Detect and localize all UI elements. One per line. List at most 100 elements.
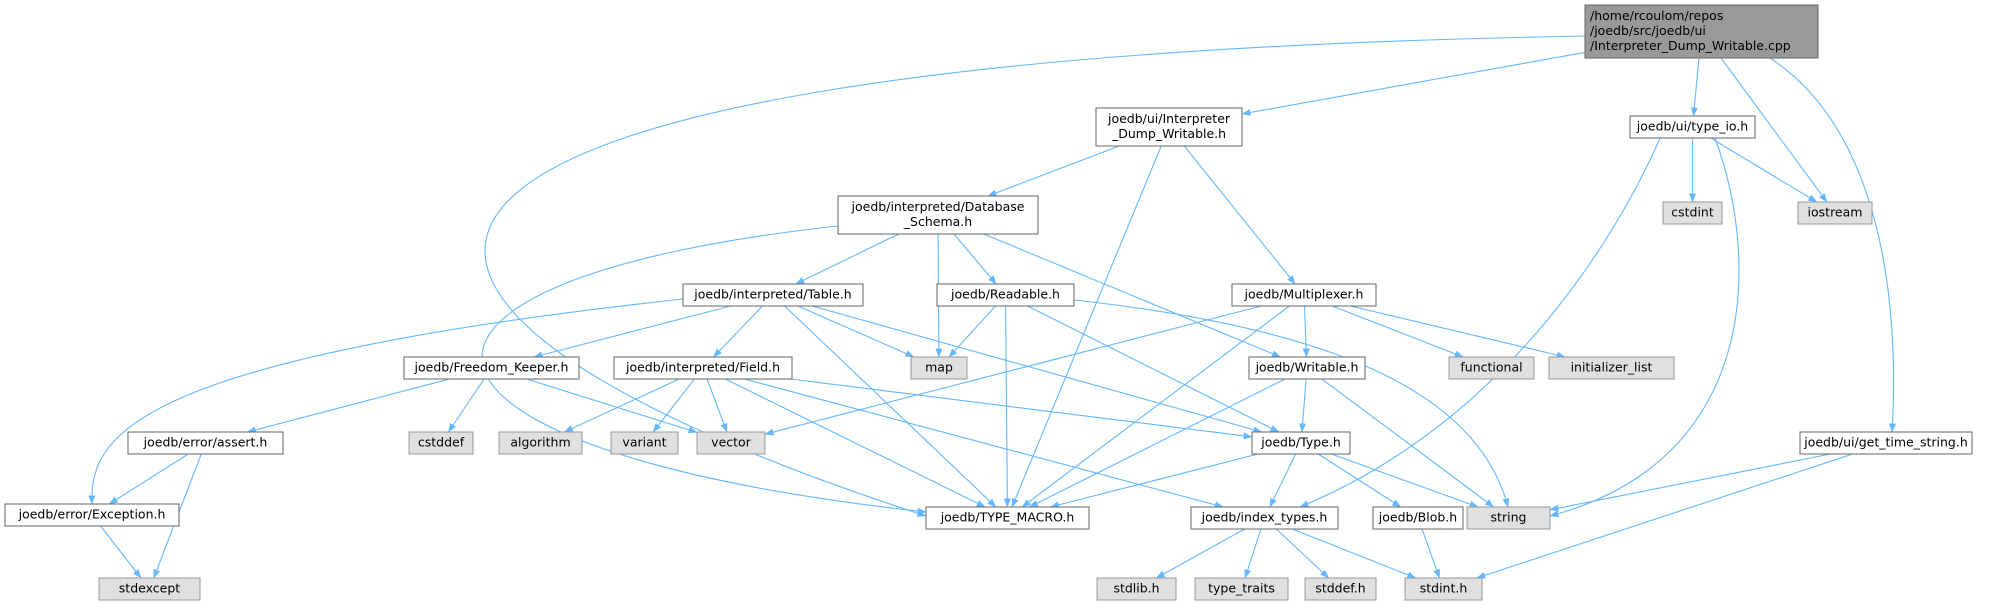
node-label: cstddef bbox=[418, 435, 465, 450]
node-type-h[interactable]: joedb/Type.h bbox=[1251, 431, 1351, 455]
node-label: stddef.h bbox=[1315, 581, 1365, 596]
node-box bbox=[1304, 577, 1377, 601]
node-box bbox=[682, 283, 864, 307]
node-assert[interactable]: joedb/error/assert.h bbox=[127, 431, 284, 455]
node-box bbox=[408, 431, 474, 455]
node-label: /joedb/src/joedb/ui bbox=[1590, 23, 1706, 38]
edge-multiplexer-to-type_macro bbox=[1021, 305, 1290, 508]
node-label: vector bbox=[711, 435, 752, 450]
node-box bbox=[610, 431, 679, 455]
node-box bbox=[4, 503, 180, 527]
edge-table-to-type_h bbox=[812, 305, 1263, 434]
node-algorithm[interactable]: algorithm bbox=[498, 431, 583, 455]
node-freedom[interactable]: joedb/Freedom_Keeper.h bbox=[403, 356, 580, 380]
node-type-macro[interactable]: joedb/TYPE_MACRO.h bbox=[925, 506, 1090, 530]
node-interp-dump-h[interactable]: joedb/ui/Interpreter_Dump_Writable.h bbox=[1095, 107, 1243, 147]
node-label: stdint.h bbox=[1420, 581, 1468, 596]
node-box bbox=[1194, 577, 1289, 601]
node-stdint[interactable]: stdint.h bbox=[1404, 577, 1483, 601]
edge-multiplexer-to-init_list bbox=[1350, 305, 1566, 359]
node-writable[interactable]: joedb/Writable.h bbox=[1248, 356, 1366, 380]
node-stddef[interactable]: stddef.h bbox=[1304, 577, 1377, 601]
node-label: joedb/interpreted/Table.h bbox=[693, 287, 851, 302]
node-label: joedb/Multiplexer.h bbox=[1244, 287, 1364, 302]
edge-freedom-to-assert bbox=[246, 378, 450, 434]
edge-field-to-algorithm bbox=[563, 378, 680, 433]
node-box bbox=[403, 356, 580, 380]
node-exception[interactable]: joedb/error/Exception.h bbox=[4, 503, 180, 527]
node-cstdint[interactable]: cstdint bbox=[1662, 201, 1723, 225]
node-stdexcept[interactable]: stdexcept bbox=[98, 577, 201, 601]
edge-readable-to-map bbox=[948, 305, 996, 358]
edge-type_io-to-index_types bbox=[1299, 137, 1661, 508]
node-box bbox=[1372, 506, 1464, 530]
node-field[interactable]: joedb/interpreted/Field.h bbox=[613, 356, 793, 380]
node-init-list[interactable]: initializer_list bbox=[1548, 356, 1675, 380]
node-root[interactable]: /home/rcoulom/repos/joedb/src/joedb/ui/I… bbox=[1584, 4, 1819, 59]
node-label: joedb/index_types.h bbox=[1201, 510, 1328, 525]
node-get-time[interactable]: joedb/ui/get_time_string.h bbox=[1799, 431, 1973, 455]
edge-field-to-type_macro bbox=[725, 378, 986, 508]
edge-index_types-to-type_traits bbox=[1244, 528, 1262, 579]
edge-multiplexer-to-functional bbox=[1332, 305, 1464, 358]
node-cstddef[interactable]: cstddef bbox=[408, 431, 474, 455]
edge-root-to-iostream bbox=[1720, 57, 1828, 203]
node-box bbox=[1584, 4, 1819, 59]
node-label: joedb/ui/get_time_string.h bbox=[1803, 435, 1968, 450]
node-stdlib[interactable]: stdlib.h bbox=[1096, 577, 1177, 601]
node-label: joedb/ui/Interpreter bbox=[1107, 111, 1231, 126]
node-label: joedb/Writable.h bbox=[1255, 360, 1359, 375]
node-vector[interactable]: vector bbox=[696, 431, 766, 455]
node-box bbox=[1096, 577, 1177, 601]
node-table[interactable]: joedb/interpreted/Table.h bbox=[682, 283, 864, 307]
node-label: _Schema.h bbox=[903, 214, 972, 229]
edge-table-to-freedom bbox=[533, 305, 731, 359]
node-box bbox=[1629, 115, 1756, 139]
node-label: joedb/Freedom_Keeper.h bbox=[414, 360, 569, 375]
edge-field-to-index_types bbox=[744, 378, 1224, 509]
node-label: /Interpreter_Dump_Writable.cpp bbox=[1590, 38, 1791, 53]
node-label: stdexcept bbox=[119, 581, 180, 596]
edge-multiplexer-to-vector bbox=[764, 305, 1262, 436]
node-iostream[interactable]: iostream bbox=[1797, 201, 1873, 225]
edge-exception-to-stdexcept bbox=[100, 525, 142, 579]
node-db-schema[interactable]: joedb/interpreted/Database_Schema.h bbox=[837, 195, 1039, 235]
node-multiplexer[interactable]: joedb/Multiplexer.h bbox=[1231, 283, 1377, 307]
edge-table-to-field bbox=[713, 305, 763, 358]
node-string[interactable]: string bbox=[1466, 506, 1551, 530]
edge-interp_dump_h-to-multiplexer bbox=[1183, 145, 1296, 285]
node-functional[interactable]: functional bbox=[1448, 356, 1535, 380]
node-label: cstdint bbox=[1671, 205, 1714, 220]
node-label: joedb/Type.h bbox=[1260, 435, 1341, 450]
edge-table-to-type_macro bbox=[784, 305, 997, 508]
node-box bbox=[613, 356, 793, 380]
node-label: joedb/error/Exception.h bbox=[18, 507, 166, 522]
node-box bbox=[127, 431, 284, 455]
node-variant[interactable]: variant bbox=[610, 431, 679, 455]
node-map[interactable]: map bbox=[910, 356, 968, 380]
node-label: variant bbox=[622, 435, 666, 450]
edge-freedom-to-cstddef bbox=[447, 378, 485, 433]
node-box bbox=[1231, 283, 1377, 307]
edge-freedom-to-vector bbox=[526, 378, 698, 434]
node-readable[interactable]: joedb/Readable.h bbox=[936, 283, 1075, 307]
edge-writable-to-string bbox=[1321, 378, 1495, 508]
node-label: /home/rcoulom/repos bbox=[1590, 8, 1723, 23]
node-index-types[interactable]: joedb/index_types.h bbox=[1190, 506, 1339, 530]
edge-index_types-to-stddef bbox=[1275, 528, 1330, 579]
node-label: type_traits bbox=[1208, 581, 1275, 596]
node-label: iostream bbox=[1808, 205, 1863, 220]
node-label: stdlib.h bbox=[1113, 581, 1159, 596]
edge-root-to-interp_dump_h bbox=[1241, 51, 1586, 116]
edge-root-to-type_io bbox=[1690, 57, 1700, 117]
node-type-traits[interactable]: type_traits bbox=[1194, 577, 1289, 601]
node-label: joedb/Blob.h bbox=[1378, 510, 1457, 525]
node-label: map bbox=[925, 360, 953, 375]
node-box bbox=[936, 283, 1075, 307]
node-type-io[interactable]: joedb/ui/type_io.h bbox=[1629, 115, 1756, 139]
edge-readable-to-string bbox=[1073, 299, 1510, 508]
node-box bbox=[1251, 431, 1351, 455]
node-label: algorithm bbox=[510, 435, 570, 450]
node-blob[interactable]: joedb/Blob.h bbox=[1372, 506, 1464, 530]
edges-layer bbox=[88, 35, 1897, 579]
